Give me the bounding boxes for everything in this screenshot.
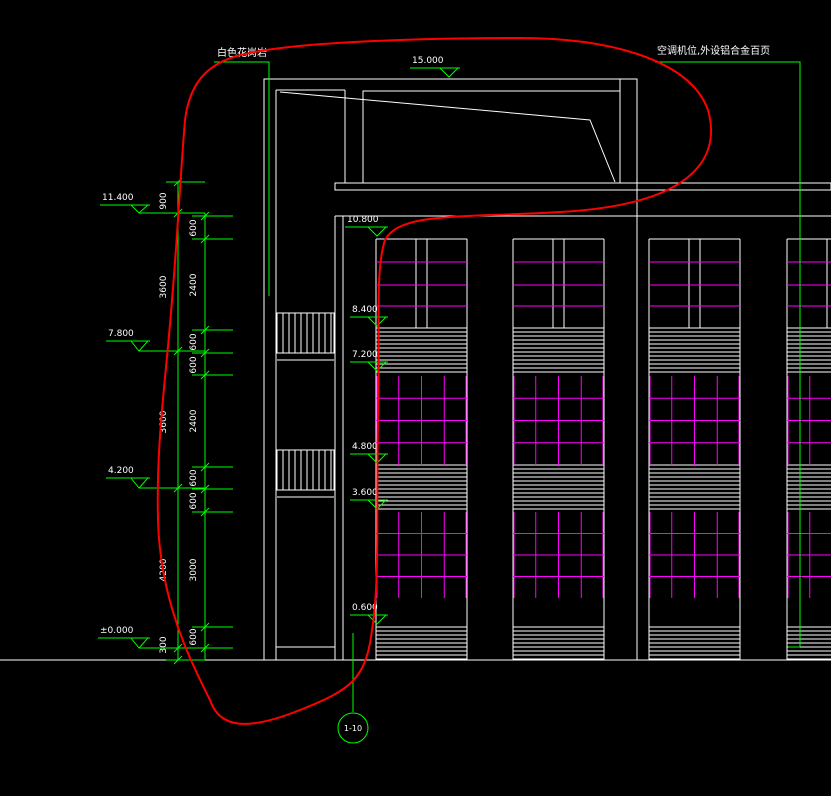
dim-inner-3000: 3000: [189, 558, 199, 581]
dim-tick: [200, 507, 210, 517]
grid-axis-label: 1-10: [344, 724, 362, 733]
level-label-4800: 4.800: [352, 442, 378, 452]
dim-inner-600-c: 600: [189, 356, 199, 373]
level-label-0600: 0.600: [352, 603, 378, 613]
dim-outer-300: 300: [159, 636, 169, 653]
facade-level-15000: 15.000: [410, 56, 460, 78]
facade-level-8400: 8.400: [350, 305, 388, 327]
dim-outer-3600-lower: 3600: [159, 410, 169, 433]
dim-tick: [200, 484, 210, 494]
level-label-3600: 3.600: [352, 488, 378, 498]
left-level-0000: ±0.000: [98, 626, 178, 649]
dim-tick: [200, 211, 210, 221]
level-label-4200: 4.200: [108, 466, 134, 476]
level-label-7800: 7.800: [108, 329, 134, 339]
ac-note-leader: [655, 61, 801, 648]
dimension-ticks: [166, 177, 233, 665]
level-label-0000: ±0.000: [100, 626, 134, 636]
dim-tick: [200, 643, 210, 653]
dim-inner-600-a: 600: [189, 219, 199, 236]
dim-tick: [200, 325, 210, 335]
left-level-7800: 7.800: [106, 329, 178, 352]
roof-sign-panel: [279, 91, 616, 183]
dim-tick: [200, 462, 210, 472]
facade-level-10800: 10.800: [345, 215, 388, 237]
facade-level-4800: 4.800: [350, 442, 388, 464]
roof-sign-note: 白色花岗岩: [217, 46, 267, 59]
level-label-11400: 11.400: [102, 193, 134, 203]
dim-outer-3600-upper: 3600: [159, 275, 169, 298]
level-label-7200: 7.200: [352, 350, 378, 360]
main-building: [334, 182, 831, 660]
facade-level-7200: 7.200: [350, 350, 388, 372]
dim-tick: [173, 655, 183, 665]
level-label-15000: 15.000: [412, 56, 444, 66]
dim-tick: [200, 348, 210, 358]
level-label-10800: 10.800: [347, 215, 379, 225]
level-label-8400: 8.400: [352, 305, 378, 315]
dim-inner-600-e: 600: [189, 492, 199, 509]
tower-louver-lower: [276, 449, 335, 491]
dim-tick: [200, 622, 210, 632]
sign-tower: [263, 78, 638, 661]
facade-level-0600: 0.600: [350, 603, 388, 625]
dim-inner-2400-b: 2400: [189, 409, 199, 432]
dim-inner-600-f: 600: [189, 628, 199, 645]
roof-sign-leader: [214, 61, 270, 296]
dim-tick: [200, 234, 210, 244]
facade-level-3600: 3.600: [350, 488, 388, 510]
grid-axis-marker: 1-10: [337, 633, 369, 744]
dimension-chains: [177, 182, 206, 660]
dim-inner-2400-a: 2400: [189, 273, 199, 296]
tower-louver-upper: [276, 312, 335, 354]
left-level-4200: 4.200: [106, 466, 178, 489]
facade-bays: [375, 238, 831, 660]
dim-inner-600-b: 600: [189, 333, 199, 350]
dim-inner-600-d: 600: [189, 469, 199, 486]
red-markup-loop: [156, 36, 712, 725]
dim-tick: [200, 370, 210, 380]
roof-cornice: [334, 182, 831, 191]
dim-outer-900: 900: [159, 192, 169, 209]
tower-louver-slats: [282, 313, 332, 490]
left-level-11400: 11.400: [100, 193, 178, 214]
ac-louver-note: 空调机位,外设铝合金百页: [657, 44, 770, 57]
